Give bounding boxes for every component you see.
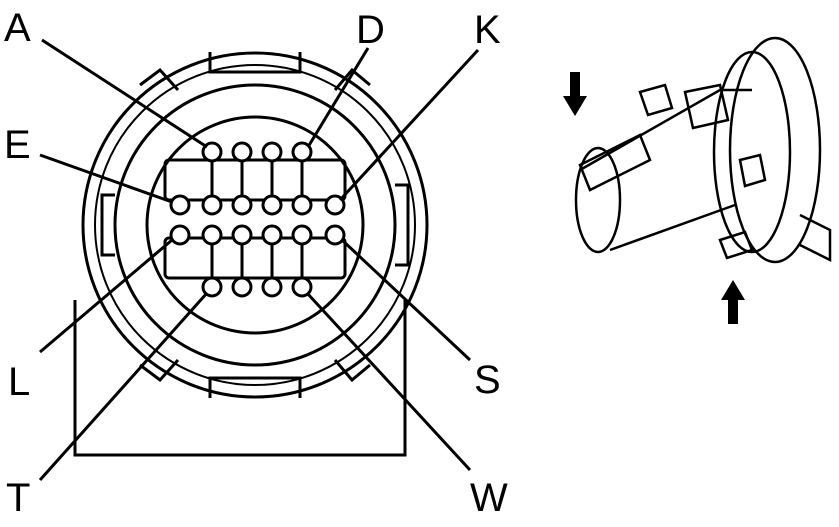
up-arrow-icon [721, 280, 745, 324]
inner-ring [113, 83, 397, 367]
left-latch [100, 193, 115, 257]
right-latch [395, 183, 410, 267]
down-arrow-icon [563, 72, 587, 116]
lower-pin-block [163, 236, 347, 280]
pin-label-a: A [4, 6, 31, 50]
flange [728, 36, 822, 264]
pin-label-s: S [474, 358, 501, 402]
pin-channels [210, 160, 304, 279]
pin-label-k: K [474, 8, 501, 52]
outer-ring-2 [94, 64, 416, 386]
leader-lines [38, 38, 480, 481]
barrel-front [574, 146, 622, 254]
pin-label-e: E [4, 123, 31, 167]
pin-label-t: T [6, 476, 31, 520]
upper-pin-block [163, 158, 347, 202]
top-latch [208, 52, 302, 74]
bottom-latch [208, 376, 302, 398]
pin-label-d: D [356, 8, 385, 52]
mounting-bracket [73, 300, 407, 457]
outer-ring [81, 51, 429, 399]
arrows [563, 72, 745, 324]
pin-label-l: L [8, 360, 31, 404]
inner-ring-2 [145, 115, 365, 335]
pin-label-w: W [470, 476, 508, 520]
